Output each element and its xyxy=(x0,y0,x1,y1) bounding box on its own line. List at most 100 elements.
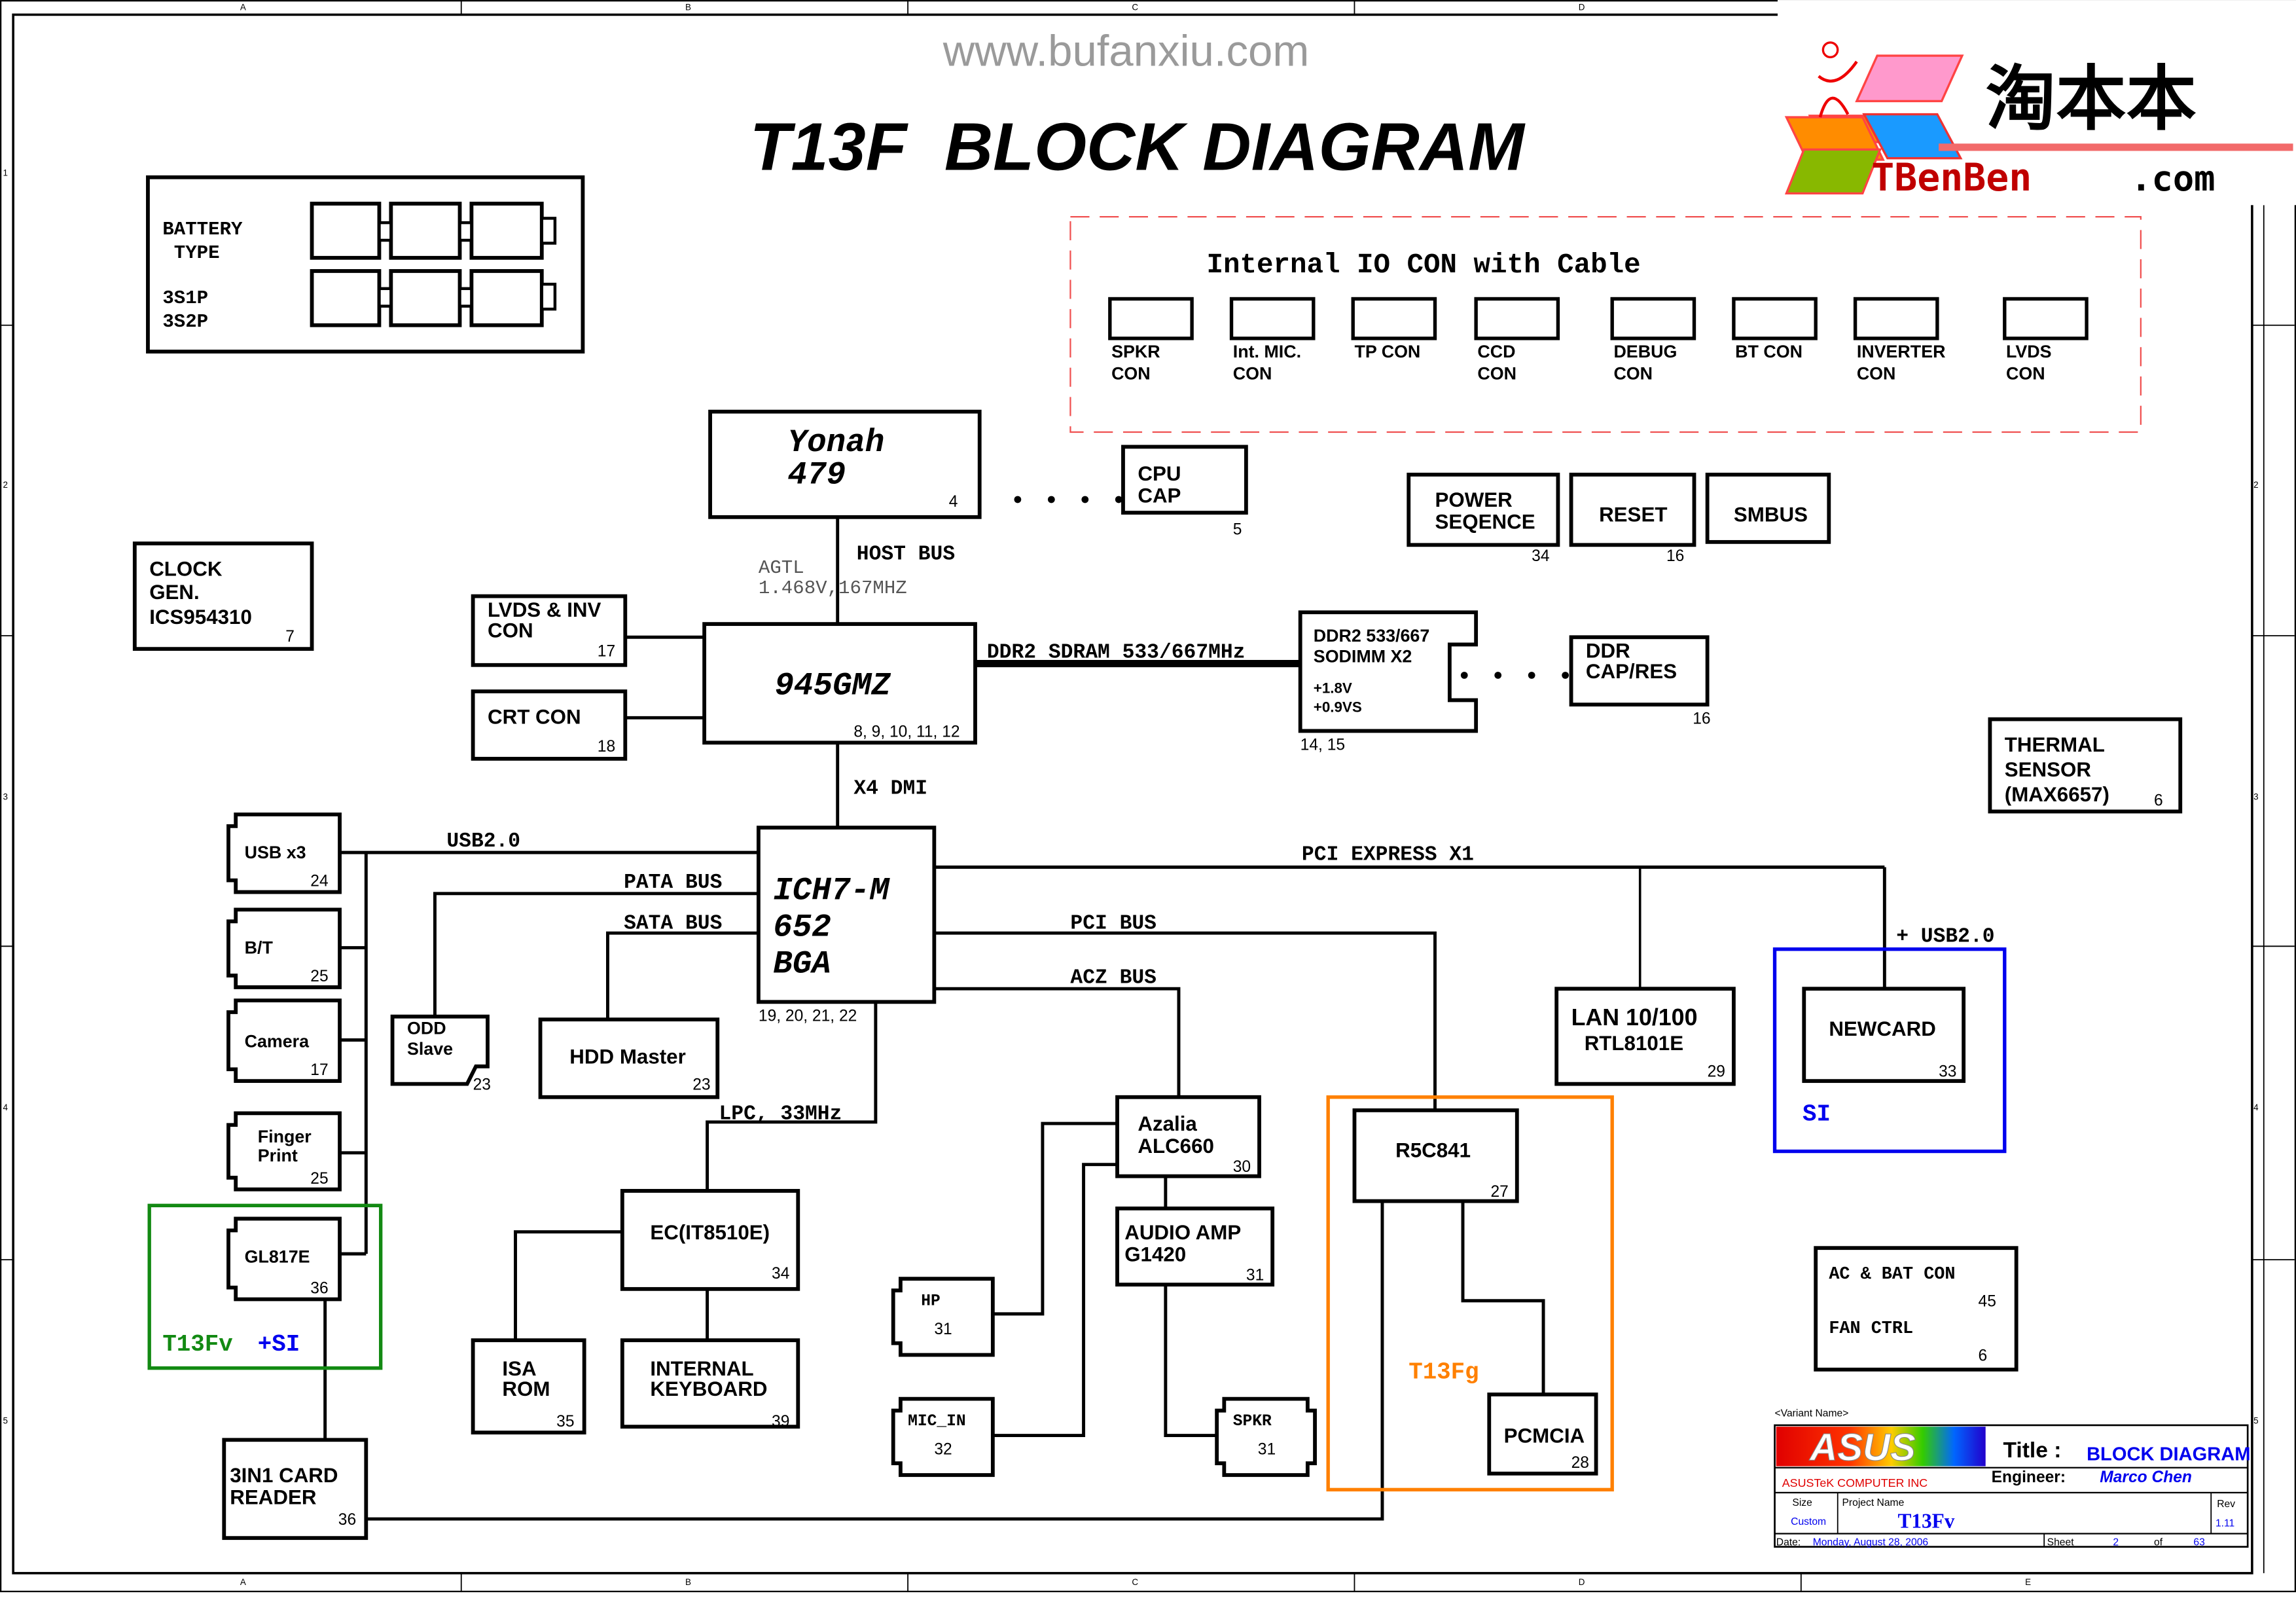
r5c841-page: 27 xyxy=(1491,1183,1509,1201)
smbus-label: SMBUS xyxy=(1734,503,1808,526)
finger-line1: Finger xyxy=(258,1127,312,1146)
gl817-page: 36 xyxy=(310,1280,328,1298)
power-sequence-block[interactable]: POWER SEQENCE 34 xyxy=(1407,473,1560,565)
azalia-line2: ALC660 xyxy=(1138,1135,1214,1158)
size-value: Custom xyxy=(1791,1516,1826,1527)
frame-col-b-bottom: B xyxy=(685,1577,691,1587)
kbd-line1: INTERNAL xyxy=(650,1357,753,1380)
logo-cn-text: 淘本本 xyxy=(1986,58,2197,140)
lvds-line2: CON xyxy=(488,619,533,642)
clock-gen-block[interactable]: CLOCK GEN. ICS954310 7 xyxy=(132,541,314,651)
smbus-block[interactable]: SMBUS xyxy=(1705,473,1831,544)
hdd-page: 23 xyxy=(692,1076,710,1094)
ich7m-block[interactable]: ICH7-M 652 BGA 19, 20, 21, 22 xyxy=(756,826,937,1025)
dmi-bus-label: X4 DMI xyxy=(853,778,927,801)
host-bus-label: HOST BUS xyxy=(857,543,955,566)
frame-row-5-right: 5 xyxy=(2253,1416,2258,1426)
lan-block[interactable]: LAN 10/100 RTL8101E 29 xyxy=(1554,987,1736,1086)
size-label: Size xyxy=(1792,1497,1812,1508)
watermark-text: www.bufanxiu.com xyxy=(942,27,1310,76)
lvds-inv-con-block[interactable]: LVDS & INV CON 17 xyxy=(471,594,628,667)
cpu-yonah-block[interactable]: Yonah 479 4 xyxy=(708,409,982,519)
hdd-master-block[interactable]: HDD Master 23 xyxy=(538,1017,720,1099)
battery-cells-row-2 xyxy=(310,269,557,327)
battery-type-box: BATTERY TYPE 3S1P 3S2P xyxy=(146,175,585,354)
reset-page: 16 xyxy=(1666,547,1684,565)
sodimm-page: 14, 15 xyxy=(1300,737,1345,754)
usb-label: USB x3 xyxy=(245,843,306,862)
newcard-label: NEWCARD xyxy=(1829,1017,1936,1040)
odd-line2: Slave xyxy=(407,1039,453,1059)
pcmcia-block[interactable]: PCMCIA 28 xyxy=(1487,1393,1598,1476)
ddr-cap-res-block[interactable]: DDR CAP/RES 16 xyxy=(1569,635,1711,727)
battery-type-3s2p: 3S2P xyxy=(162,311,208,333)
pcie-bus-label: PCI EXPRESS X1 xyxy=(1302,843,1474,866)
mic-label: MIC_IN xyxy=(908,1413,966,1431)
odd-slave-block[interactable]: ODD Slave 23 xyxy=(390,1014,491,1094)
thermal-sensor-block[interactable]: THERMAL SENSOR (MAX6657) 6 xyxy=(1988,717,2183,814)
newcard-block[interactable]: NEWCARD 33 xyxy=(1802,987,1966,1084)
gmch-945gmz-block[interactable]: 945GMZ 8, 9, 10, 11, 12 xyxy=(702,622,977,745)
frame-col-c-bottom: C xyxy=(1132,1577,1138,1587)
battery-label-2: TYPE xyxy=(162,242,219,264)
sheet-total: 63 xyxy=(2193,1537,2205,1548)
card-reader-block[interactable]: 3IN1 CARD READER 36 xyxy=(222,1438,368,1541)
cpu-cap-block[interactable]: CPU CAP 5 xyxy=(1121,445,1248,539)
frame-col-b: B xyxy=(685,3,691,12)
internal-keyboard-block[interactable]: INTERNAL KEYBOARD 39 xyxy=(620,1338,800,1431)
project-name-value: T13Fv xyxy=(1897,1510,1954,1533)
ec-block[interactable]: EC(IT8510E) 34 xyxy=(620,1189,800,1291)
battery-type-3s1p: 3S1P xyxy=(162,287,208,309)
bt-connector-block[interactable]: B/T 25 xyxy=(226,907,342,989)
audio-amp-block[interactable]: AUDIO AMP G1420 31 xyxy=(1115,1206,1275,1287)
isa-rom-block[interactable]: ISA ROM 35 xyxy=(471,1338,586,1435)
battery-cells-row-1 xyxy=(310,202,557,260)
bt-label: B/T xyxy=(245,938,274,958)
clock-line1: CLOCK xyxy=(149,557,223,580)
sodimm-block[interactable]: DDR2 533/667 SODIMM X2 +1.8V +0.9VS 14, … xyxy=(1298,610,1479,754)
io-connector-label-2: CON xyxy=(1233,364,1272,384)
reset-label: RESET xyxy=(1599,503,1667,526)
isa-page: 35 xyxy=(556,1413,574,1431)
ddr-cap-page: 16 xyxy=(1693,710,1710,727)
sodimm-voltage-2: +0.9VS xyxy=(1314,699,1362,715)
pcmcia-page: 28 xyxy=(1571,1454,1589,1472)
camera-page: 17 xyxy=(310,1061,328,1079)
date-label: Date: xyxy=(1776,1537,1801,1548)
asus-logo-text: ASUS xyxy=(1808,1427,1916,1469)
frame-row-5: 5 xyxy=(3,1416,7,1426)
io-connector-2[interactable]: TP CON xyxy=(1351,297,1437,361)
r5c841-block[interactable]: R5C841 27 xyxy=(1352,1108,1519,1203)
ac-bat-fan-block[interactable]: AC & BAT CON 45 FAN CTRL 6 xyxy=(1814,1246,2018,1372)
sheet-label: Sheet xyxy=(2047,1537,2075,1548)
azalia-page: 30 xyxy=(1233,1158,1251,1176)
cpu-cap-line1: CPU xyxy=(1138,462,1181,485)
usb-bus-label: USB2.0 xyxy=(446,830,520,853)
thermal-line2: SENSOR xyxy=(2005,758,2091,781)
io-connector-label-2: CON xyxy=(1613,364,1653,384)
io-connector-label-2: CON xyxy=(2006,364,2045,384)
ich-line2: 652 xyxy=(773,909,831,946)
io-connector-1[interactable]: Int. MIC.CON xyxy=(1229,297,1316,384)
reset-block[interactable]: RESET 16 xyxy=(1569,473,1696,565)
io-connector-5[interactable]: BT CON xyxy=(1732,297,1818,361)
frame-row-3: 3 xyxy=(3,792,7,802)
cpu-name: Yonah xyxy=(788,424,885,461)
crt-con-block[interactable]: CRT CON 18 xyxy=(471,689,628,761)
azalia-codec-block[interactable]: Azalia ALC660 30 xyxy=(1115,1095,1261,1178)
bt-page: 25 xyxy=(310,968,328,985)
sodimm-line1: DDR2 533/667 xyxy=(1314,626,1429,646)
wires xyxy=(323,496,1886,1521)
